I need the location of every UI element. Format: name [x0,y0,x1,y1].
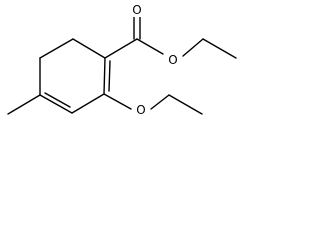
ether-oxygen-label: O [136,103,145,117]
bond-c3-c4-double-inner [44,92,71,108]
bond-c6-c1 [72,38,106,59]
bond-c4-methyl [7,94,41,115]
ester-oxygen-label: O [168,53,177,67]
bond-ch2-ch3 [202,38,237,59]
bond-c2-c3 [71,93,105,114]
ring-bonds [39,38,111,114]
methyl-group [7,94,41,115]
atom-labels: O O O [130,2,180,117]
bond-ethoxy-ch2-ch3 [168,94,203,115]
carbonyl-oxygen-label: O [132,3,141,17]
bond-c1-carbonyl [104,38,138,59]
bond-ester-o-ch2 [182,38,204,57]
ethoxy-group [103,93,203,115]
bond-c1-c2 [103,57,106,95]
bond-c5-c6 [39,38,74,59]
bond-c3-c4 [39,94,73,114]
structure-canvas: O O O [0,0,250,138]
bond-ether-o-ch2 [150,94,170,110]
bond-c1-c2-double-inner [108,60,111,92]
ester-group [104,15,237,59]
molecule-diagram: O O O [7,2,237,117]
bond-carbonyl-ester-o [136,38,164,55]
bond-c2-ether-o [103,93,132,110]
